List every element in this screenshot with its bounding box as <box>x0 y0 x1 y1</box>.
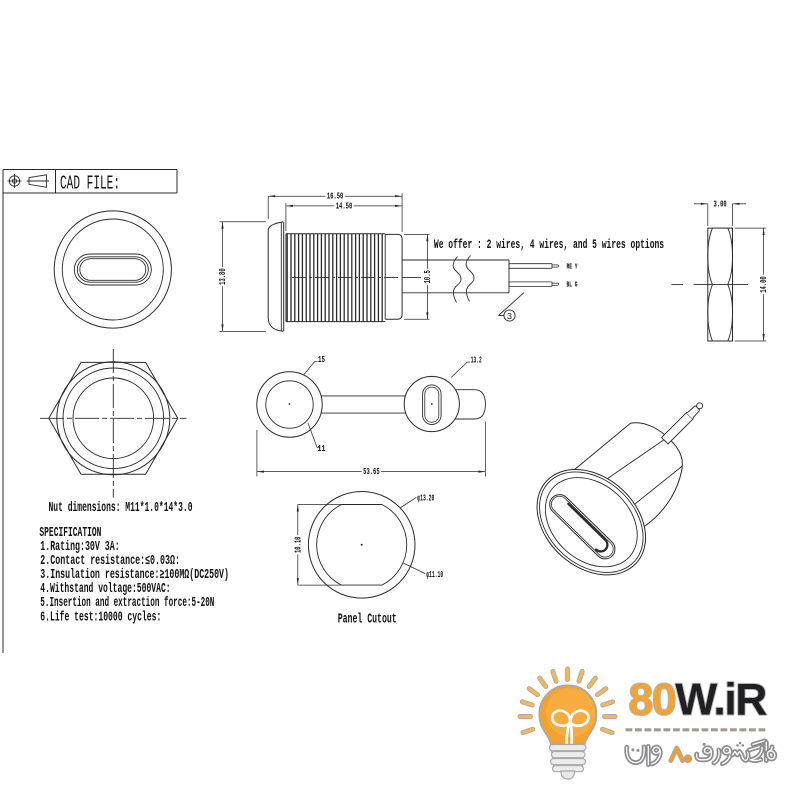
svg-text:RE Y: RE Y <box>567 263 579 271</box>
svg-text:We offer : 2 wires, 4 wires, a: We offer : 2 wires, 4 wires, and 5 wires… <box>434 238 664 252</box>
svg-text:3.Insulation resistance:≥100MΩ: 3.Insulation resistance:≥100MΩ(DC250V) <box>40 568 229 583</box>
svg-text:11: 11 <box>318 444 326 454</box>
svg-text:1.Rating:30V 3A:: 1.Rating:30V 3A: <box>40 540 119 555</box>
svg-text:14.50: 14.50 <box>336 201 353 211</box>
svg-text:3: 3 <box>507 312 512 322</box>
svg-text:SPECIFICATION: SPECIFICATION <box>39 526 101 541</box>
svg-text:CAD FILE:: CAD FILE: <box>60 173 120 195</box>
svg-text:4.Withstand voltage:500VAC:: 4.Withstand voltage:500VAC: <box>40 582 170 597</box>
svg-text:13.2: 13.2 <box>471 356 482 366</box>
svg-text:16.50: 16.50 <box>327 192 344 202</box>
svg-text:5.Insertion and extraction for: 5.Insertion and extraction force:5-20N <box>40 596 214 611</box>
svg-text:2.Contact resistance:≤0.03Ω:: 2.Contact resistance:≤0.03Ω: <box>40 554 180 569</box>
svg-text:14.00: 14.00 <box>759 276 769 293</box>
svg-text:10.5: 10.5 <box>423 270 433 283</box>
svg-text:BL G: BL G <box>567 282 578 290</box>
svg-text:φ11.10: φ11.10 <box>426 570 443 580</box>
svg-text:φ13.20: φ13.20 <box>417 493 434 503</box>
svg-text:Nut dimensions: M11*1.0*14*3.0: Nut dimensions: M11*1.0*14*3.0 <box>49 501 193 516</box>
svg-text:53.65: 53.65 <box>363 467 380 477</box>
svg-text:80W.iR: 80W.iR <box>629 676 768 725</box>
svg-text:10.10: 10.10 <box>294 537 304 554</box>
svg-text:6.Life test:10000 cycles:: 6.Life test:10000 cycles: <box>40 610 161 625</box>
svg-text:Panel Cutout: Panel Cutout <box>338 613 397 628</box>
svg-text:15: 15 <box>318 355 325 365</box>
svg-text:13.80: 13.80 <box>218 268 228 285</box>
svg-text:3.00: 3.00 <box>714 199 727 209</box>
